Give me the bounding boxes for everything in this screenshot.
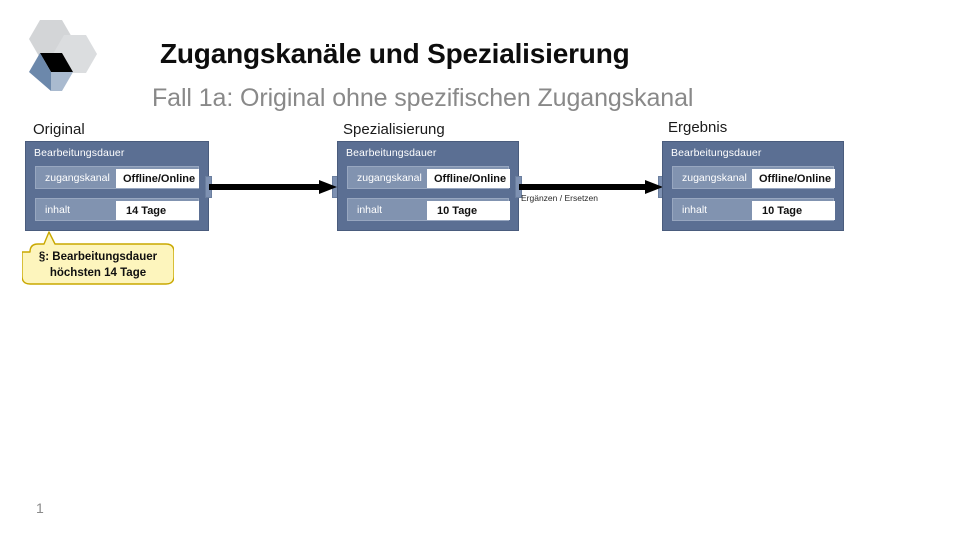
hexagon-cluster-logo bbox=[18, 18, 104, 98]
entity-row-key: inhalt bbox=[45, 204, 71, 216]
callout-bubble-shape bbox=[22, 231, 174, 285]
entity-row-value[interactable]: Offline/Online bbox=[116, 169, 199, 188]
entity-box-title-ergebnis: Bearbeitungsdauer bbox=[671, 147, 762, 159]
entity-row-key: inhalt bbox=[357, 204, 383, 216]
entity-row-key: inhalt bbox=[682, 204, 708, 216]
stage-label-original: Original bbox=[33, 121, 85, 138]
page-subtitle: Fall 1a: Original ohne spezifischen Zuga… bbox=[152, 84, 694, 112]
entity-row-key: zugangskanal bbox=[357, 172, 422, 184]
entity-row-inhalt-original[interactable]: inhalt 14 Tage bbox=[35, 198, 199, 221]
entity-box-spezialisierung[interactable]: Bearbeitungsdauer zugangskanal Offline/O… bbox=[337, 141, 519, 231]
stage-label-spezialisierung: Spezialisierung bbox=[343, 121, 445, 138]
entity-box-title-spezialisierung: Bearbeitungsdauer bbox=[346, 147, 437, 159]
callout-line-2: höchsten 14 Tage bbox=[49, 267, 147, 279]
page-title: Zugangskanäle und Spezialisierung bbox=[160, 38, 630, 69]
entity-row-value[interactable]: Offline/Online bbox=[752, 169, 835, 188]
callout-line-1: §: Bearbeitungsdauer bbox=[38, 251, 158, 263]
entity-row-key: zugangskanal bbox=[682, 172, 747, 184]
entity-row-value[interactable]: Offline/Online bbox=[427, 169, 510, 188]
entity-row-key: zugangskanal bbox=[45, 172, 110, 184]
entity-row-zugangskanal-original[interactable]: zugangskanal Offline/Online bbox=[35, 166, 199, 189]
entity-box-title-original: Bearbeitungsdauer bbox=[34, 147, 125, 159]
stage-label-ergebnis: Ergebnis bbox=[668, 119, 728, 136]
arrow-spezialisierung-to-ergebnis[interactable] bbox=[519, 180, 663, 194]
entity-row-zugangskanal-ergebnis[interactable]: zugangskanal Offline/Online bbox=[672, 166, 835, 189]
entity-row-inhalt-ergebnis[interactable]: inhalt 10 Tage bbox=[672, 198, 835, 221]
entity-box-ergebnis[interactable]: Bearbeitungsdauer zugangskanal Offline/O… bbox=[662, 141, 844, 231]
arrow-label-ergaenzen-ersetzen: Ergänzen / Ersetzen bbox=[521, 193, 599, 203]
page-number: 1 bbox=[36, 500, 44, 516]
entity-row-value[interactable]: 10 Tage bbox=[752, 201, 835, 220]
hex-bottom-blue-left-icon bbox=[29, 53, 51, 91]
arrow-original-to-spezialisierung[interactable] bbox=[209, 180, 337, 194]
entity-row-value[interactable]: 14 Tage bbox=[116, 201, 199, 220]
entity-box-original[interactable]: Bearbeitungsdauer zugangskanal Offline/O… bbox=[25, 141, 209, 231]
entity-row-zugangskanal-spezialisierung[interactable]: zugangskanal Offline/Online bbox=[347, 166, 510, 189]
callout-bearbeitungsdauer[interactable]: §: Bearbeitungsdauer höchsten 14 Tage bbox=[22, 230, 174, 285]
entity-row-value[interactable]: 10 Tage bbox=[427, 201, 510, 220]
entity-row-inhalt-spezialisierung[interactable]: inhalt 10 Tage bbox=[347, 198, 510, 221]
hex-bottom-blue-right-icon bbox=[51, 72, 73, 91]
